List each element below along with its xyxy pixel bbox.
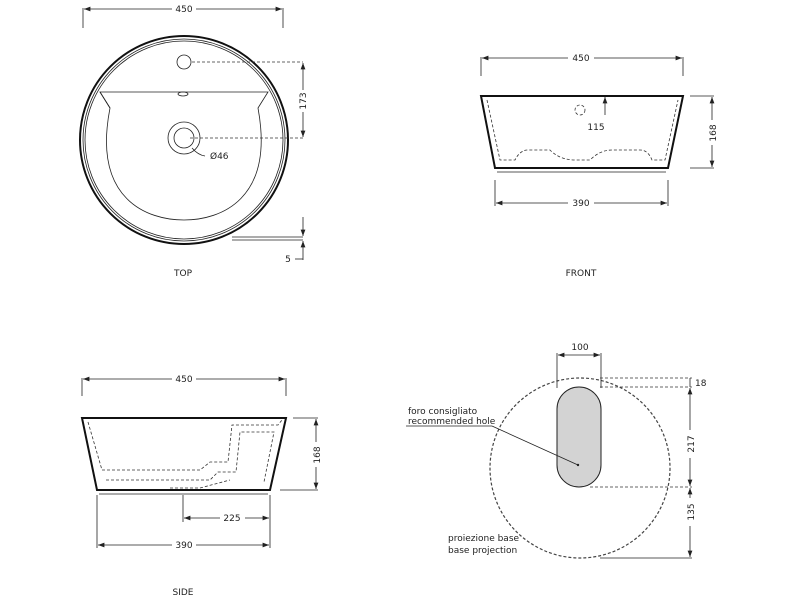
side-basin-outline — [80, 417, 288, 491]
overflow-hole — [574, 104, 586, 116]
top-view-label: TOP — [173, 269, 193, 279]
top-offset-dim: 18 — [695, 379, 707, 389]
basin-outer-rim — [79, 35, 289, 245]
side-view: 450 168 225 390 SIDE — [80, 375, 323, 598]
overflow-height-dim: 115 — [587, 123, 604, 133]
top-view: 450 Ø46 173 5 TOP — [79, 5, 309, 279]
front-view-label: FRONT — [566, 269, 597, 279]
hole-length-dim: 217 — [687, 435, 697, 452]
tap-hole — [176, 54, 192, 70]
hole-width-dim: 100 — [571, 343, 588, 353]
drain-inner — [173, 127, 195, 149]
hole-offset-dim: 173 — [299, 92, 309, 109]
front-height-dim: 168 — [709, 124, 719, 141]
overflow-slot — [177, 91, 189, 97]
side-view-label: SIDE — [173, 588, 194, 598]
bottom-offset-dim: 135 — [687, 503, 697, 520]
side-height-dim: 168 — [313, 446, 323, 463]
front-width-dim: 450 — [572, 54, 589, 64]
hole-label-it: foro consigliato — [408, 407, 478, 417]
front-view: 450 115 168 390 FRONT — [479, 54, 719, 279]
side-base-dim: 390 — [175, 541, 192, 551]
side-width-dim: 450 — [175, 375, 192, 385]
base-label-en: base projection — [448, 546, 517, 556]
rim-dim: 5 — [285, 255, 291, 265]
top-width-dim: 450 — [175, 5, 192, 15]
recommended-hole — [556, 386, 602, 488]
front-base-dim: 390 — [572, 199, 589, 209]
side-drain-offset-dim: 225 — [223, 514, 240, 524]
front-basin-outline — [479, 95, 685, 169]
hole-label-en: recommended hole — [408, 417, 496, 427]
basin-bowl — [99, 91, 269, 221]
base-projection-view: 100 18 217 135 foro consigliato recommen… — [406, 343, 707, 559]
base-projection-circle — [489, 377, 671, 559]
drain-diameter-dim: Ø46 — [210, 151, 229, 162]
base-label-it: proiezione base — [448, 534, 520, 544]
